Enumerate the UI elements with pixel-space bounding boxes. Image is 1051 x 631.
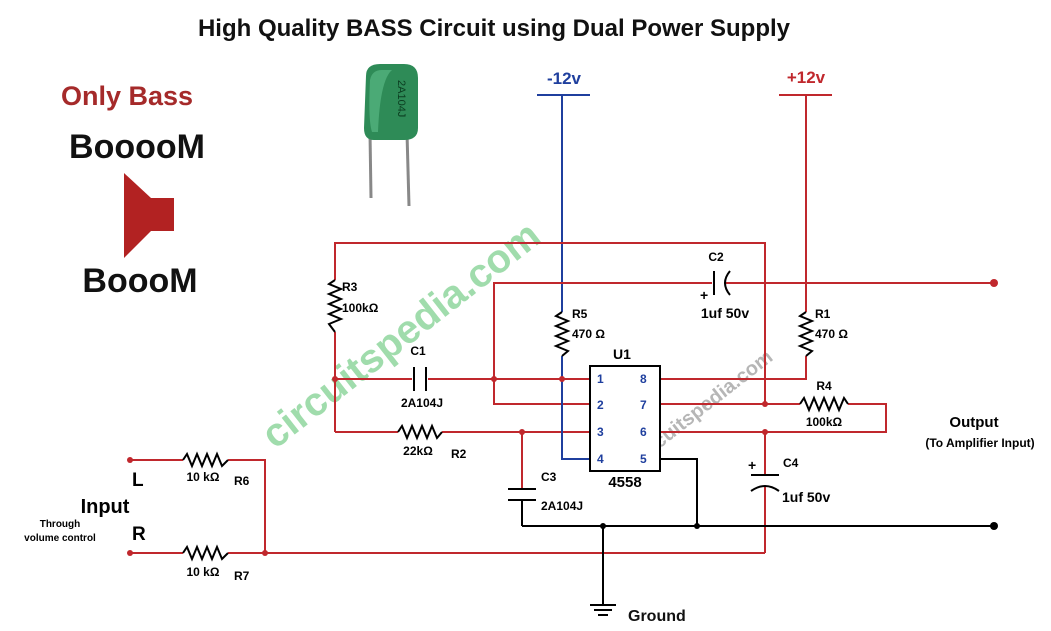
- input-note-line2: volume control: [24, 533, 96, 544]
- ic-pin-8: 8: [640, 372, 647, 386]
- resistor-r3-icon: [326, 279, 344, 333]
- promo-boom-top: BooooM: [69, 128, 205, 166]
- ic-pin-2: 2: [597, 398, 604, 412]
- ic-part-label: 4558: [608, 474, 641, 491]
- r2-ref: R2: [451, 447, 467, 461]
- r3-ref: R3: [342, 280, 358, 294]
- input-note-line1: Through: [40, 519, 81, 530]
- black-junction-dots: [600, 522, 998, 530]
- input-label: Input: [81, 496, 130, 518]
- ic-ref-label: U1: [613, 346, 631, 362]
- speaker-icon: [124, 173, 174, 258]
- capacitor-c3-icon: [508, 488, 536, 501]
- r1-value: 470 Ω: [815, 327, 848, 341]
- diagram-title: High Quality BASS Circuit using Dual Pow…: [198, 15, 791, 42]
- c4-value: 1uf 50v: [782, 489, 830, 505]
- ic-u1: 1 2 3 4 5 6 7 8: [589, 365, 661, 472]
- capacitor-c4-icon: [750, 474, 780, 492]
- c4-polarity: +: [748, 457, 756, 473]
- ic-pin-3: 3: [597, 425, 604, 439]
- c3-value: 2A104J: [541, 499, 583, 513]
- promo-only-bass: Only Bass: [61, 81, 193, 111]
- r7-value: 10 kΩ: [187, 565, 220, 579]
- negative-supply-label: -12v: [547, 69, 582, 88]
- ground-icon: [590, 604, 616, 616]
- r5-ref: R5: [572, 307, 588, 321]
- resistor-r2-icon: [397, 423, 443, 441]
- ic-pin-5: 5: [640, 452, 647, 466]
- capacitor-c1-icon: [413, 367, 427, 391]
- watermark-large: circuitspedia.com: [253, 213, 548, 457]
- r6-ref: R6: [234, 474, 250, 488]
- output-label: Output: [949, 414, 998, 431]
- red-wires: [130, 242, 994, 554]
- promo-boom-bottom: BoooM: [82, 262, 197, 300]
- ic-pin-1: 1: [597, 372, 604, 386]
- r3-value: 100kΩ: [342, 301, 379, 315]
- c2-ref: C2: [708, 250, 724, 264]
- c2-value: 1uf 50v: [701, 305, 749, 321]
- resistor-r6-icon: [182, 451, 229, 469]
- r4-value: 100kΩ: [806, 415, 843, 429]
- r1-ref: R1: [815, 307, 831, 321]
- resistor-r4-icon: [799, 395, 849, 413]
- junction-dots: [127, 279, 998, 556]
- r7-ref: R7: [234, 569, 250, 583]
- ground-label: Ground: [628, 608, 686, 625]
- output-sublabel: (To Amplifier Input): [925, 436, 1034, 450]
- ic-pin-4: 4: [597, 452, 604, 466]
- resistor-r1-icon: [797, 311, 815, 357]
- pin4-supply-wire: [561, 356, 590, 460]
- r6-value: 10 kΩ: [187, 470, 220, 484]
- r2-value: 22kΩ: [403, 444, 433, 458]
- c2-polarity: +: [700, 287, 708, 303]
- input-right-label: R: [132, 524, 146, 545]
- positive-supply-label: +12v: [787, 68, 826, 87]
- ic-pin-6: 6: [640, 425, 647, 439]
- capacitor-c2-icon: [713, 270, 731, 296]
- resistor-r7-icon: [182, 544, 229, 562]
- resistor-r5-icon: [553, 311, 571, 357]
- capacitor-marking: 2A104J: [395, 80, 407, 117]
- ic-pin-7: 7: [640, 398, 647, 412]
- film-capacitor-icon: 2A104J: [364, 64, 418, 207]
- r4-ref: R4: [816, 379, 832, 393]
- c3-ref: C3: [541, 470, 557, 484]
- c1-value: 2A104J: [401, 396, 443, 410]
- c4-ref: C4: [783, 456, 799, 470]
- input-left-label: L: [132, 470, 144, 491]
- black-wires: [521, 458, 994, 605]
- c1-ref: C1: [410, 344, 426, 358]
- r5-value: 470 Ω: [572, 327, 605, 341]
